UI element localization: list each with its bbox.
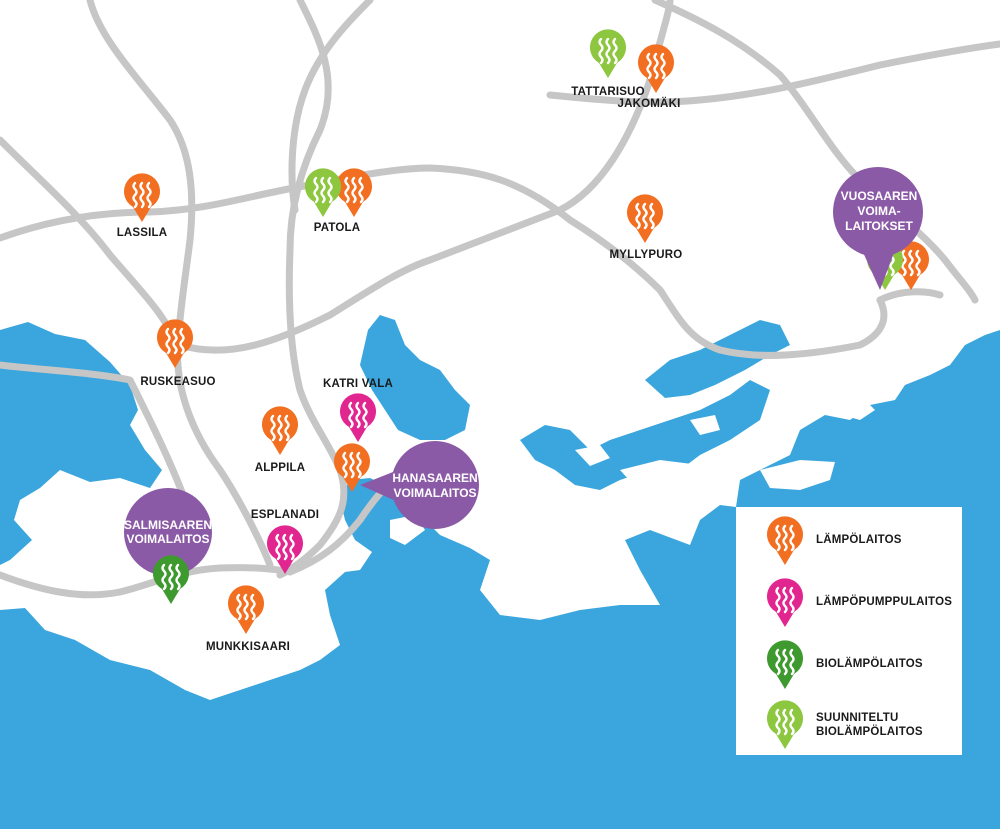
- salmisaari-power-plant-bubble[interactable]: [124, 488, 212, 576]
- place-label-myllypuro: MYLLYPURO: [610, 249, 683, 261]
- vuosaari-label-1: VUOSAAREN: [841, 189, 918, 203]
- heating-plant-legend-icon: [766, 515, 804, 566]
- place-label-patola: PATOLA: [314, 222, 361, 234]
- legend-label: SUUNNITELTU BIOLÄMPÖLAITOS: [816, 711, 923, 739]
- legend-label-line-1: SUUNNITELTU: [816, 712, 899, 724]
- hanasaari-power-plant-bubble[interactable]: [360, 441, 479, 529]
- place-label-ruskeasuo: RUSKEASUO: [140, 376, 215, 388]
- place-label-esplanadi: ESPLANADI: [251, 509, 319, 521]
- bio-heating-plant-legend-icon: [766, 639, 804, 690]
- legend-item-bio-heating-plant: BIOLÄMPÖLAITOS: [736, 639, 962, 699]
- vuosaari-power-plant-bubble[interactable]: [833, 167, 923, 290]
- legend-item-heating-plant: LÄMPÖLAITOS: [736, 515, 962, 575]
- legend-label: LÄMPÖPUMPPULAITOS: [816, 596, 953, 608]
- place-label-munkkisaari: MUNKKISAARI: [206, 641, 290, 653]
- legend-item-planned-bio-heating-plant: SUUNNITELTU BIOLÄMPÖLAITOS: [736, 699, 962, 759]
- legend-item-heat-pump-plant: LÄMPÖPUMPPULAITOS: [736, 577, 962, 637]
- vuosaari-label-2: VOIMA-: [857, 204, 900, 218]
- islands: [20, 395, 875, 615]
- legend-label-line-2: BIOLÄMPÖLAITOS: [816, 726, 923, 738]
- place-label-alppila: ALPPILA: [255, 462, 306, 474]
- salmisaari-label-1: SALMISAAREN: [124, 518, 212, 532]
- salmisaari-label-2: VOIMALAITOS: [126, 532, 209, 546]
- hanasaari-label-1: HANASAAREN: [392, 471, 477, 485]
- power-plant-bubbles: [124, 167, 923, 576]
- sea: [0, 315, 1000, 829]
- place-label-katri-vala: KATRI VALA: [323, 378, 393, 390]
- place-label-lassila: LASSILA: [117, 227, 168, 239]
- legend-label: BIOLÄMPÖLAITOS: [816, 658, 923, 670]
- map-legend: LÄMPÖLAITOS LÄMPÖPUMPPULAITOS BIOLÄMPÖLA…: [736, 507, 962, 755]
- place-label-tattarisuo: TATTARISUO: [571, 86, 645, 98]
- legend-label: LÄMPÖLAITOS: [816, 534, 902, 546]
- planned-bio-heating-legend-icon: [766, 699, 804, 750]
- vuosaari-label-3: LAITOKSET: [845, 219, 913, 233]
- hanasaari-label-2: VOIMALAITOS: [393, 486, 476, 500]
- heat-pump-plant-legend-icon: [766, 577, 804, 628]
- place-label-jakomaki: JAKOMÄKI: [618, 97, 681, 110]
